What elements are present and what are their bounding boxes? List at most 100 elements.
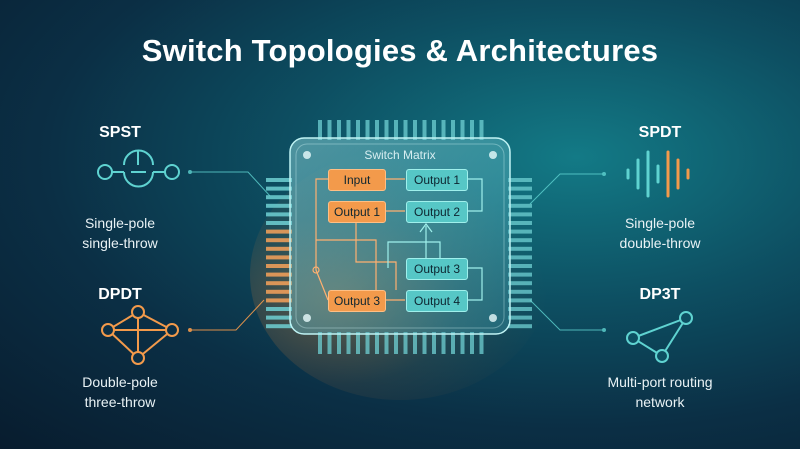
spst-switch-icon: [97, 149, 180, 188]
spst-heading: SPST: [99, 124, 141, 141]
chip-pin: [508, 229, 532, 234]
chip-pin: [413, 120, 417, 140]
chip-pin: [266, 246, 292, 251]
chip-pin: [266, 186, 292, 191]
chip-pin: [508, 289, 532, 294]
chip-pin: [441, 332, 446, 354]
chip-pin: [508, 272, 532, 277]
chip-pins-right: [508, 178, 532, 329]
chip-pin: [266, 203, 292, 208]
spst-line2: single-throw: [82, 235, 158, 251]
chip-pin: [508, 315, 532, 320]
chip-pin: [508, 264, 532, 268]
chip-pin: [508, 195, 532, 200]
chip-pin: [266, 298, 292, 303]
chip-pin: [346, 120, 351, 140]
chip-pin: [375, 120, 379, 140]
connector-lines: [188, 170, 606, 332]
chip-pin: [422, 120, 427, 140]
chip-pin: [266, 212, 292, 217]
chip-pin: [451, 120, 455, 140]
chip-pin: [266, 324, 292, 329]
chip-pin: [508, 212, 532, 217]
dp3t-description: Multi-port routing network: [580, 372, 740, 412]
input-box: Input: [328, 169, 386, 191]
chip-pins-left: [266, 178, 292, 329]
chip-pin: [460, 332, 465, 354]
chip-corner-dot: [489, 151, 497, 159]
spdt-heading: SPDT: [638, 124, 682, 141]
chip-pin: [337, 332, 341, 354]
chip-pin: [470, 332, 474, 354]
chip-pin: [479, 120, 484, 140]
chip-pin: [266, 255, 292, 260]
dpdt-line1: Double-pole: [82, 374, 158, 390]
dp3t-heading: DP3T: [639, 286, 681, 303]
dpdt-heading: DPDT: [98, 286, 142, 303]
chip-pin: [356, 120, 360, 140]
chip-pin: [441, 120, 446, 140]
chip-pin: [318, 120, 322, 140]
chip-pin: [318, 332, 322, 354]
output3-box-right: Output 3: [406, 258, 468, 280]
chip-pin: [508, 221, 532, 225]
chip-pin: [432, 120, 436, 140]
dp3t-network-icon: [626, 311, 693, 363]
connector-spst: [190, 171, 271, 197]
chip-pin: [479, 332, 484, 354]
chip-pin: [394, 120, 398, 140]
chip-pin: [451, 332, 455, 354]
chip-pin: [346, 332, 351, 354]
chip-corner-dot: [489, 314, 497, 322]
dp3t-line2: network: [635, 394, 685, 410]
spst-description: Single-pole single-throw: [50, 213, 190, 253]
chip-pins-top: [318, 120, 484, 140]
chip-pins-bottom: [318, 332, 484, 354]
chip-pin: [403, 332, 408, 354]
chip-pin: [508, 255, 532, 260]
output1-box-right: Output 1: [406, 169, 468, 191]
spst-line1: Single-pole: [84, 215, 156, 231]
chip-pin: [266, 238, 292, 243]
chip-title: Switch Matrix: [364, 148, 436, 162]
chip-pin: [266, 307, 292, 311]
chip-pin: [384, 332, 389, 354]
chip-pin: [508, 307, 532, 311]
chip-pin: [508, 238, 532, 243]
spdt-line1: Single-pole: [624, 215, 696, 231]
chip-pin: [266, 281, 292, 286]
chip-pin: [266, 264, 292, 268]
chip-pin: [394, 332, 398, 354]
chip-pin: [266, 229, 292, 234]
output2-box: Output 2: [406, 201, 468, 223]
chip-pin: [327, 120, 332, 140]
chip-pin: [432, 332, 436, 354]
chip-pin: [327, 332, 332, 354]
chip-pin: [266, 272, 292, 277]
chip-pin: [508, 178, 532, 182]
chip-pin: [508, 186, 532, 191]
chip-pin: [266, 289, 292, 294]
chip-pin: [460, 120, 465, 140]
chip-pin: [508, 298, 532, 303]
output3-box-left: Output 3: [328, 290, 386, 312]
chip-routing: [312, 178, 483, 301]
chip-pin: [266, 178, 292, 182]
output1-box-left: Output 1: [328, 201, 386, 223]
chip-body: [289, 137, 511, 335]
chip-pin: [266, 221, 292, 225]
chip-pin: [508, 246, 532, 251]
chip-pin: [413, 332, 417, 354]
chip-corner-dot: [303, 314, 311, 322]
output4-box: Output 4: [406, 290, 468, 312]
chip-pin: [266, 315, 292, 320]
chip-corner-dot: [303, 151, 311, 159]
chip-pin: [422, 332, 427, 354]
connector-dp3t: [529, 299, 604, 331]
chip-pin: [470, 120, 474, 140]
spdt-description: Single-pole double-throw: [590, 213, 730, 253]
chip-pin: [384, 120, 389, 140]
connector-spdt: [529, 173, 604, 205]
chip-pin: [337, 120, 341, 140]
chip-pin: [508, 281, 532, 286]
